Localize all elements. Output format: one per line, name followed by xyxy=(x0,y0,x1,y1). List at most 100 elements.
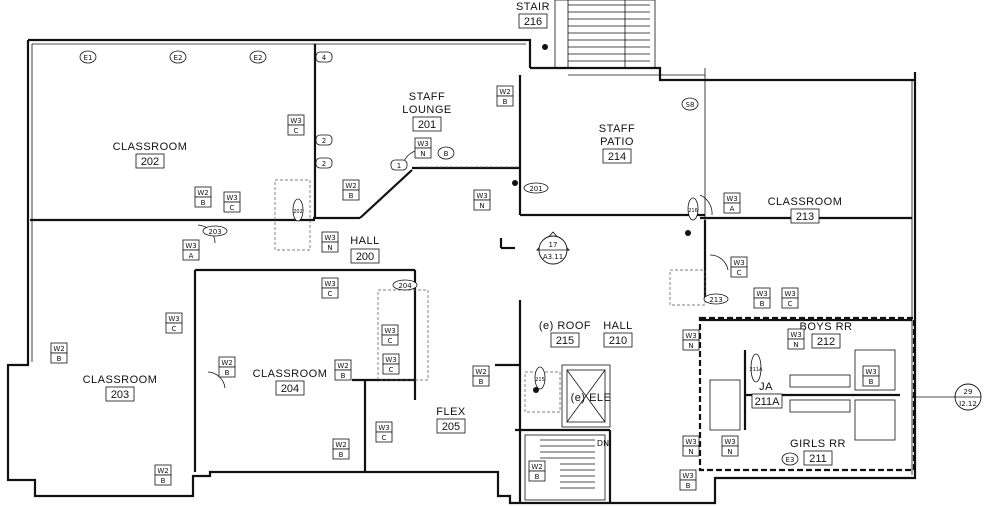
svg-text:B: B xyxy=(479,378,484,386)
room-number: 214 xyxy=(608,151,626,163)
room-name: CLASSROOM xyxy=(768,196,843,208)
room-name: STAFF xyxy=(599,123,636,135)
equipment-tags: E1 E2 E2 S8 E3 xyxy=(79,50,799,466)
svg-text:C: C xyxy=(230,204,235,212)
svg-text:W2: W2 xyxy=(475,368,486,376)
svg-text:C: C xyxy=(294,127,299,135)
svg-text:B: B xyxy=(686,482,691,490)
svg-text:N: N xyxy=(479,202,484,210)
svg-text:W2: W2 xyxy=(345,182,356,190)
svg-text:1: 1 xyxy=(397,162,401,170)
svg-text:C: C xyxy=(788,300,793,308)
svg-text:215: 215 xyxy=(535,377,545,383)
svg-text:W3: W3 xyxy=(476,192,487,200)
room-number: 213 xyxy=(796,211,814,223)
room-number: 200 xyxy=(356,251,374,263)
svg-text:W3: W3 xyxy=(685,332,696,340)
svg-text:B: B xyxy=(161,477,166,485)
svg-text:W3: W3 xyxy=(324,234,335,242)
svg-text:W3: W3 xyxy=(733,259,744,267)
svg-text:C: C xyxy=(388,337,393,345)
svg-text:C: C xyxy=(389,366,394,374)
svg-text:W3: W3 xyxy=(790,331,801,339)
svg-text:29: 29 xyxy=(964,388,973,396)
svg-text:203: 203 xyxy=(208,228,221,236)
room-number: 203 xyxy=(111,389,129,401)
svg-text:N: N xyxy=(688,448,693,456)
svg-text:B: B xyxy=(760,300,765,308)
room-number: 211 xyxy=(809,453,827,465)
svg-text:2: 2 xyxy=(322,137,326,145)
elevator xyxy=(561,364,611,428)
room-name: GIRLS RR xyxy=(790,438,846,450)
dashed-overhead xyxy=(274,166,706,413)
svg-text:B: B xyxy=(503,98,508,106)
restroom-fixtures xyxy=(709,349,896,441)
svg-text:E3: E3 xyxy=(786,456,795,464)
wall-type-tags: W2 B W3 C W3 N W2 B W2 B W3 C W3 N W3 A … xyxy=(50,85,880,491)
svg-text:C: C xyxy=(382,434,387,442)
room-name: STAIR xyxy=(516,1,550,13)
svg-text:B: B xyxy=(201,199,206,207)
svg-text:216: 216 xyxy=(688,208,698,214)
svg-text:W3: W3 xyxy=(226,194,237,202)
svg-text:W3: W3 xyxy=(290,117,301,125)
svg-text:W3: W3 xyxy=(756,290,767,298)
room-name: (e) ELE xyxy=(571,392,612,404)
room-number: 201 xyxy=(418,119,436,131)
svg-text:C: C xyxy=(737,269,742,277)
svg-text:E2: E2 xyxy=(254,54,263,62)
room-name: PATIO xyxy=(600,136,634,148)
svg-text:W2: W2 xyxy=(157,467,168,475)
room-name: HALL xyxy=(603,320,633,332)
svg-text:C: C xyxy=(328,290,333,298)
detail-callout: 29 I2.12 xyxy=(912,383,982,411)
svg-text:N: N xyxy=(793,341,798,349)
svg-text:W3: W3 xyxy=(726,195,737,203)
svg-text:N: N xyxy=(327,244,332,252)
svg-text:E2: E2 xyxy=(174,54,183,62)
svg-text:W3: W3 xyxy=(185,242,196,250)
svg-text:201: 201 xyxy=(529,185,542,193)
svg-text:W2: W2 xyxy=(221,359,232,367)
door-tags: 4 2 2 1 B 201 202 203 204 213 216 211A 2… xyxy=(202,51,763,390)
interior-walls xyxy=(30,44,912,503)
svg-text:W3: W3 xyxy=(724,438,735,446)
stair-216 xyxy=(542,0,656,69)
svg-text:W2: W2 xyxy=(531,463,542,471)
svg-text:N: N xyxy=(420,150,425,158)
svg-text:4: 4 xyxy=(322,54,327,62)
svg-text:A3.11: A3.11 xyxy=(543,253,563,261)
svg-text:S8: S8 xyxy=(686,101,695,109)
svg-text:W3: W3 xyxy=(324,280,335,288)
room-name: CLASSROOM xyxy=(113,141,188,153)
columns xyxy=(512,180,691,393)
room-name: CLASSROOM xyxy=(253,368,328,380)
room-labels: STAIR 216 CLASSROOM 202 STAFF LOUNGE 201… xyxy=(83,1,852,466)
svg-text:17: 17 xyxy=(549,241,558,249)
svg-text:W3: W3 xyxy=(384,327,395,335)
room-name: JA xyxy=(759,381,773,393)
svg-text:I2.12: I2.12 xyxy=(959,400,977,408)
svg-text:W3: W3 xyxy=(685,438,696,446)
room-name: HALL xyxy=(350,235,380,247)
svg-text:202: 202 xyxy=(293,209,303,215)
svg-text:W3: W3 xyxy=(378,424,389,432)
room-name: CLASSROOM xyxy=(83,374,158,386)
svg-text:W3: W3 xyxy=(417,140,428,148)
svg-text:W3: W3 xyxy=(682,472,693,480)
svg-text:2: 2 xyxy=(322,160,326,168)
room-number: 211A xyxy=(755,396,781,408)
svg-text:B: B xyxy=(57,355,62,363)
svg-text:204: 204 xyxy=(398,282,412,290)
svg-text:B: B xyxy=(225,369,230,377)
svg-text:A: A xyxy=(730,205,735,213)
room-number: 205 xyxy=(442,421,460,433)
svg-text:N: N xyxy=(727,448,732,456)
svg-text:213: 213 xyxy=(709,296,722,304)
svg-text:B: B xyxy=(869,378,874,386)
svg-text:W2: W2 xyxy=(335,441,346,449)
svg-text:A: A xyxy=(189,252,194,260)
svg-text:B: B xyxy=(341,372,346,380)
